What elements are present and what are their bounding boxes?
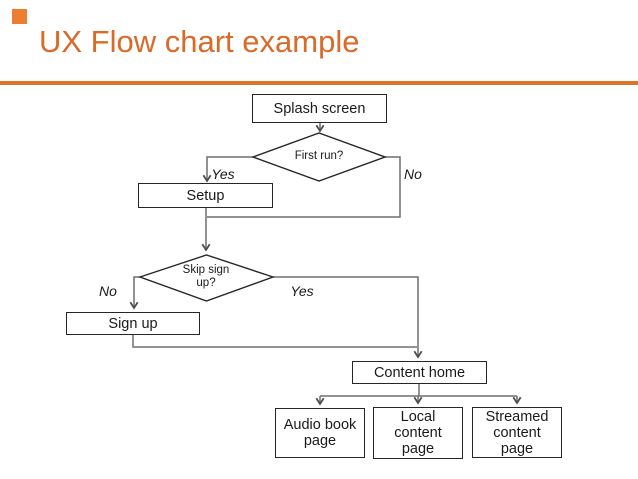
edge-label-first-run-yes: Yes	[211, 166, 235, 182]
connector-firstrun-yes-to-setup	[202, 156, 253, 183]
node-local-content-page-label: Local content page	[394, 409, 442, 457]
node-splash-screen: Splash screen	[252, 94, 387, 123]
node-streamed-content-page-label: Streamed content page	[485, 408, 549, 457]
page-title: UX Flow chart example	[39, 24, 360, 59]
node-audio-book-page: Audio book page	[275, 408, 365, 458]
edge-label-skip-signup-no: No	[99, 283, 117, 299]
node-sign-up: Sign up	[66, 312, 200, 335]
node-splash-screen-label: Splash screen	[273, 100, 366, 117]
edge-label-first-run-no: No	[404, 166, 422, 182]
node-streamed-content-page: Streamed content page	[472, 407, 562, 458]
title-divider-line	[0, 81, 638, 85]
connector-signup-merge-path	[132, 335, 417, 348]
node-first-run-diamond	[250, 132, 388, 182]
node-audio-book-page-label: Audio book page	[283, 417, 357, 449]
edge-label-skip-signup-yes: Yes	[290, 283, 314, 299]
node-content-home-label: Content home	[373, 364, 466, 381]
node-sign-up-label: Sign up	[108, 315, 158, 332]
connector-skipsignup-yes-to-contenthome	[273, 276, 423, 359]
node-skip-signup-diamond	[137, 254, 276, 302]
connector-firstrun-no-path	[207, 156, 401, 218]
node-setup-label: Setup	[186, 187, 225, 204]
node-skip-signup-label: Skip sign up?	[182, 264, 230, 289]
node-first-run-label: First run?	[294, 150, 344, 162]
corner-accent-square	[12, 9, 27, 24]
node-local-content-page: Local content page	[373, 407, 463, 459]
connector-skipsignup-no-to-signup	[129, 276, 140, 310]
node-content-home: Content home	[352, 361, 487, 384]
node-setup: Setup	[138, 183, 273, 208]
